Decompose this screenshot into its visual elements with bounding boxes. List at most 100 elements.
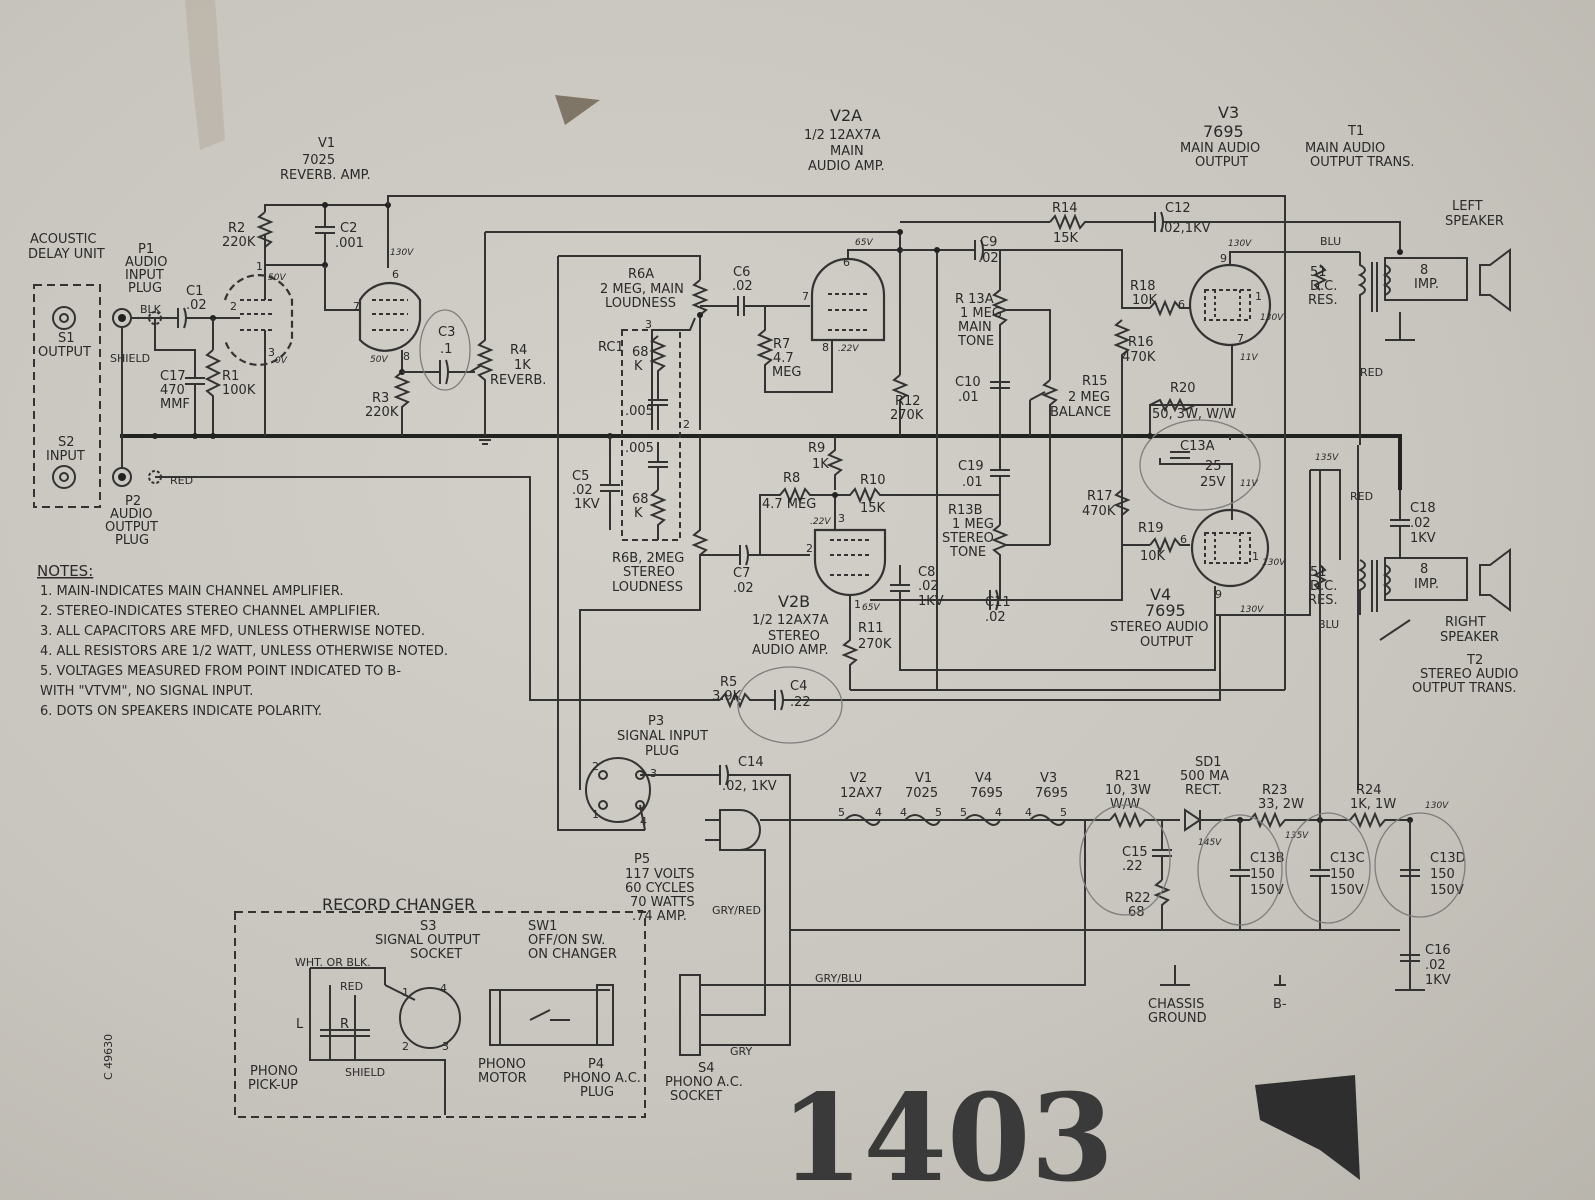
svg-text:65V: 65V xyxy=(855,238,873,248)
svg-text:C7: C7 xyxy=(733,566,750,581)
r13a-potentiometer xyxy=(991,250,1009,380)
svg-text:33, 2W: 33, 2W xyxy=(1258,797,1304,812)
svg-text:1: 1 xyxy=(1252,550,1259,563)
svg-text:4: 4 xyxy=(900,806,907,819)
pencil-circle-c13d xyxy=(1374,812,1466,918)
r6a-potentiometer xyxy=(691,279,709,430)
svg-text:1: 1 xyxy=(402,986,409,999)
r13b-potentiometer xyxy=(991,524,1009,600)
svg-text:R23: R23 xyxy=(1262,783,1288,798)
svg-text:BLU: BLU xyxy=(1320,235,1341,248)
acoustic-label-2: DELAY UNIT xyxy=(28,247,105,262)
svg-text:.22V: .22V xyxy=(810,517,831,527)
svg-text:12AX7: 12AX7 xyxy=(840,786,883,801)
r4-potentiometer xyxy=(476,232,494,436)
svg-text:R16: R16 xyxy=(1128,335,1154,350)
c1-capacitor xyxy=(177,307,187,329)
v1-function-label: REVERB. AMP. xyxy=(280,168,371,183)
svg-text:MEG: MEG xyxy=(772,365,802,380)
r18-resistor xyxy=(1149,299,1190,317)
s3-socket xyxy=(399,987,461,1049)
svg-text:GRY/BLU: GRY/BLU xyxy=(815,972,862,985)
svg-text:C13A: C13A xyxy=(1180,439,1215,454)
r12-resistor xyxy=(891,374,909,436)
note-5-cont: WITH "VTVM", NO SIGNAL INPUT. xyxy=(40,684,253,699)
svg-text:2 MEG, MAIN: 2 MEG, MAIN xyxy=(600,282,684,297)
right-speaker xyxy=(1479,548,1511,612)
s2-input-label: INPUT xyxy=(46,449,85,464)
svg-text:7025: 7025 xyxy=(905,786,938,801)
svg-text:6: 6 xyxy=(392,268,399,281)
svg-text:1 MEG: 1 MEG xyxy=(952,517,994,532)
p2-label: P2 xyxy=(125,494,141,509)
svg-text:RED: RED xyxy=(170,474,193,487)
p2-plug: RED P2 AUDIO OUTPUT PLUG xyxy=(105,467,193,548)
svg-text:220K: 220K xyxy=(222,235,256,250)
svg-text:LOUDNESS: LOUDNESS xyxy=(605,296,676,311)
s2-label: S2 xyxy=(58,435,75,450)
c13c-capacitor xyxy=(1310,820,1330,930)
svg-text:470: 470 xyxy=(160,383,185,398)
svg-text:STEREO: STEREO xyxy=(623,565,675,580)
r2-resistor xyxy=(256,211,274,248)
svg-text:LOUDNESS: LOUDNESS xyxy=(612,580,683,595)
sd1-rectifier xyxy=(1184,808,1202,832)
svg-text:R 13A: R 13A xyxy=(955,292,994,307)
svg-text:C11: C11 xyxy=(985,595,1011,610)
svg-text:1KV: 1KV xyxy=(1410,531,1436,546)
svg-text:R14: R14 xyxy=(1052,201,1078,216)
s1-label: S1 xyxy=(58,331,75,346)
v1-tube: 50V 0V 2 1 3 xyxy=(223,260,294,436)
svg-text:C3: C3 xyxy=(438,325,455,340)
notes-block: NOTES: 1. MAIN-INDICATES MAIN CHANNEL AM… xyxy=(37,562,448,719)
r17-resistor xyxy=(1113,489,1131,516)
svg-text:OUTPUT: OUTPUT xyxy=(1140,635,1193,650)
c3-capacitor xyxy=(439,359,449,385)
svg-text:GRY: GRY xyxy=(730,1045,752,1058)
svg-text:ON CHANGER: ON CHANGER xyxy=(528,947,617,962)
svg-text:6: 6 xyxy=(1178,298,1185,311)
phono-motor xyxy=(489,989,501,1046)
svg-text:AUDIO: AUDIO xyxy=(110,507,153,522)
svg-text:C17: C17 xyxy=(160,369,186,384)
svg-text:D.C.: D.C. xyxy=(1310,279,1337,294)
svg-text:470K: 470K xyxy=(1122,350,1156,365)
svg-text:130V: 130V xyxy=(1228,239,1252,249)
c6-capacitor xyxy=(737,296,745,316)
svg-text:7695: 7695 xyxy=(1203,122,1244,141)
acoustic-label-1: ACOUSTIC xyxy=(30,232,97,247)
svg-text:RED: RED xyxy=(340,980,363,993)
svg-text:150: 150 xyxy=(1250,867,1275,882)
pencil-circle-c4 xyxy=(737,666,843,744)
note-3: 3. ALL CAPACITORS ARE MFD, UNLESS OTHERW… xyxy=(40,624,425,639)
paper-stain xyxy=(185,0,225,150)
svg-text:.22: .22 xyxy=(1122,859,1143,874)
svg-text:S3: S3 xyxy=(420,919,437,934)
svg-text:RECT.: RECT. xyxy=(1185,783,1222,798)
svg-text:2: 2 xyxy=(230,300,237,313)
svg-text:SIGNAL OUTPUT: SIGNAL OUTPUT xyxy=(375,933,480,948)
s1-jack xyxy=(52,306,76,330)
v2a-label: V2A xyxy=(830,106,862,125)
svg-text:OUTPUT: OUTPUT xyxy=(105,520,158,535)
svg-text:10K: 10K xyxy=(1132,293,1158,308)
r3-resistor xyxy=(393,371,411,436)
svg-text:SIGNAL INPUT: SIGNAL INPUT xyxy=(617,729,708,744)
rc1-label: RC1 xyxy=(598,340,624,355)
svg-text:C19: C19 xyxy=(958,459,984,474)
svg-text:.02: .02 xyxy=(572,483,593,498)
svg-text:3: 3 xyxy=(645,318,652,331)
svg-text:AUDIO: AUDIO xyxy=(125,255,168,270)
ground-bus xyxy=(120,434,1402,490)
svg-text:SD1: SD1 xyxy=(1195,755,1222,770)
p1-label: P1 xyxy=(138,242,154,257)
r19-resistor xyxy=(1149,536,1190,554)
r8-resistor xyxy=(759,486,835,555)
svg-text:INPUT: INPUT xyxy=(125,268,164,283)
svg-text:MMF: MMF xyxy=(160,397,190,412)
paper-tear xyxy=(555,95,600,125)
svg-text:68: 68 xyxy=(1128,905,1145,920)
svg-text:GROUND: GROUND xyxy=(1148,1011,1207,1026)
svg-text:R8: R8 xyxy=(783,471,800,486)
svg-text:50V: 50V xyxy=(370,355,388,365)
